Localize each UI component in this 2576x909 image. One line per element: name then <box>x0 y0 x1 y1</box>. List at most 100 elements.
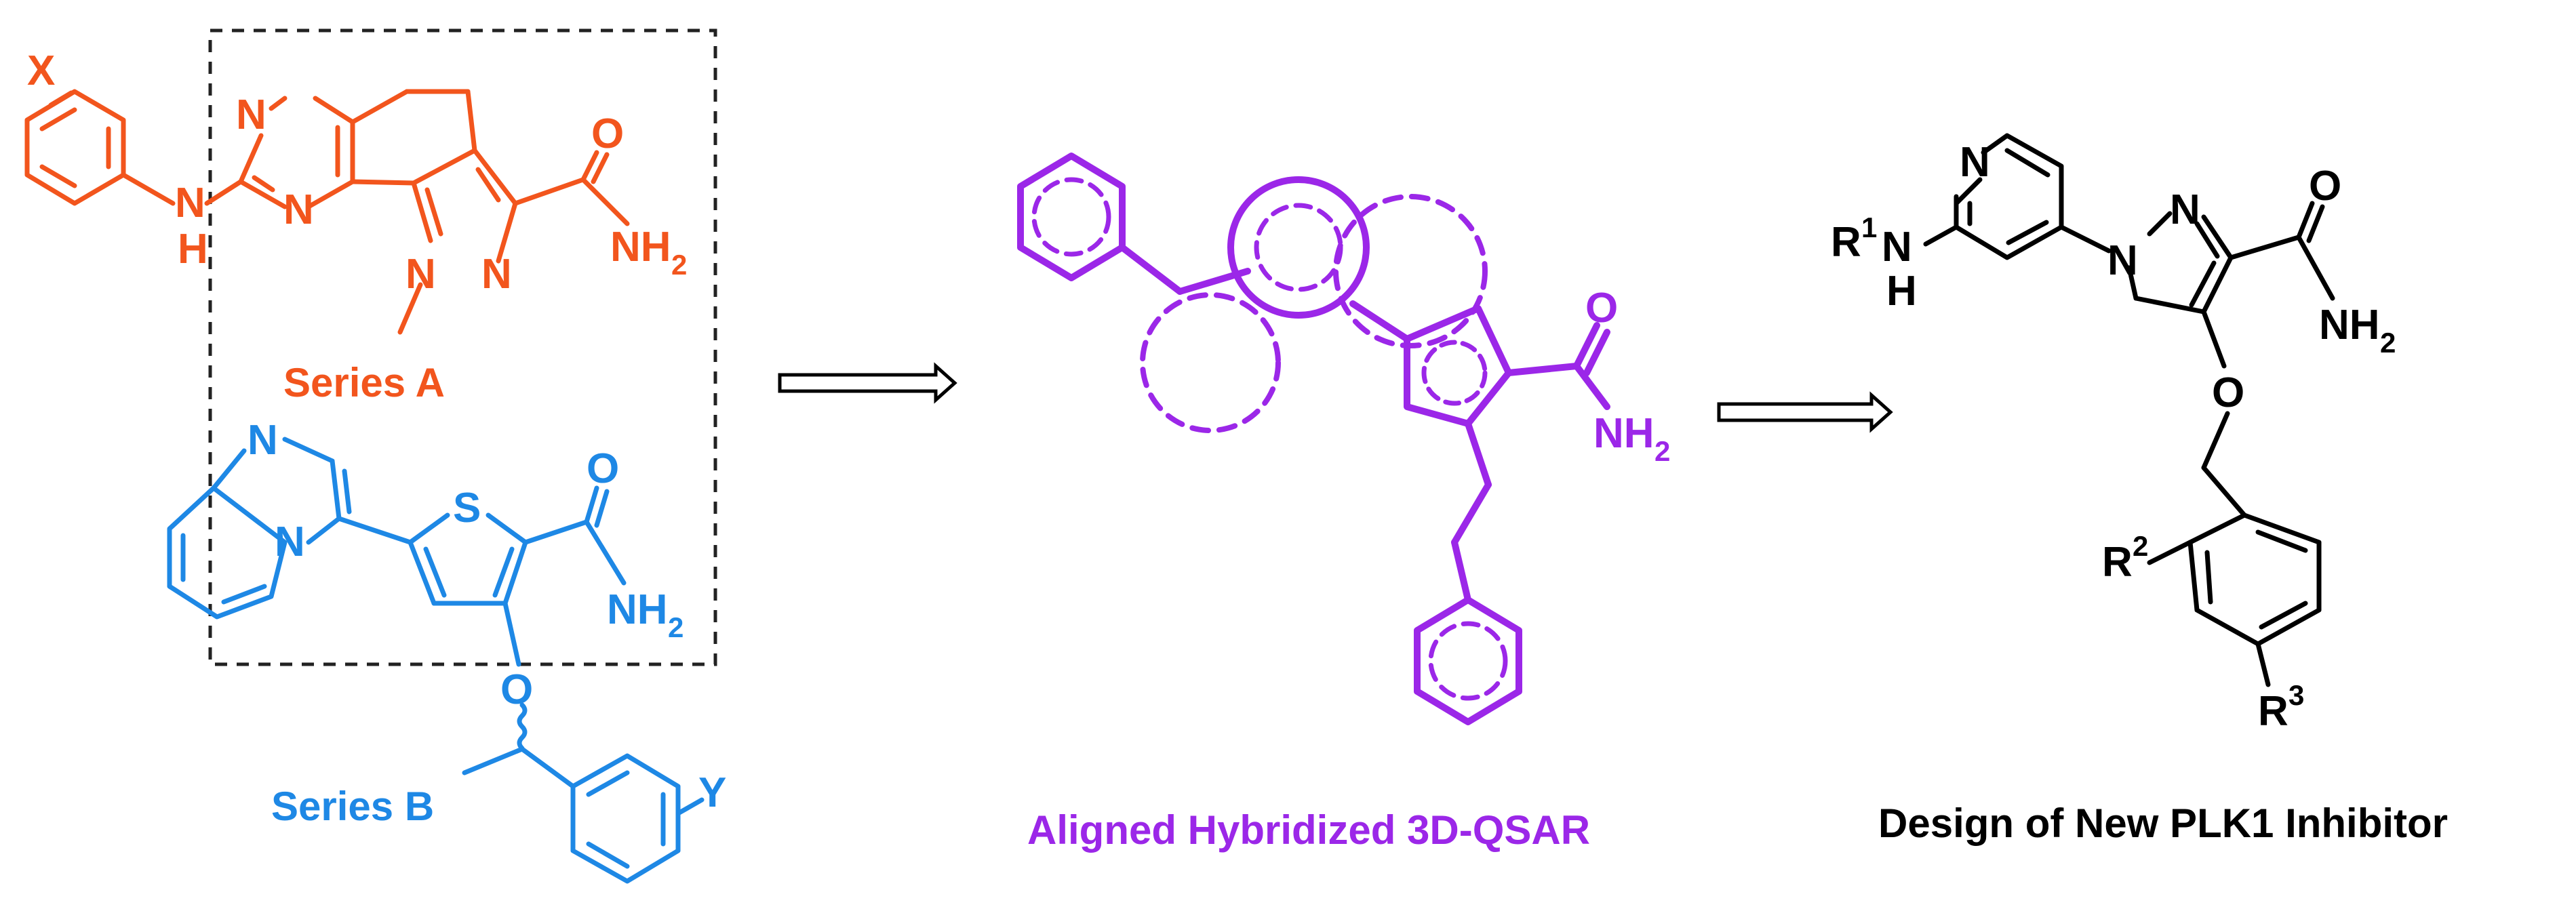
series-a-amide-sub: 2 <box>671 249 687 281</box>
design-r1: R <box>1831 219 1861 266</box>
series-b-co-bond-2 <box>594 489 610 528</box>
series-b-imidazole-bond-1 <box>211 448 247 491</box>
series-b-amide-c-bond <box>523 519 589 545</box>
series-b-amide-sub: 2 <box>668 611 683 643</box>
series-a-pyrazole-n1: N <box>405 251 436 298</box>
design-nh-bond <box>1923 224 1959 247</box>
design-benzene-double-2 <box>2259 601 2308 630</box>
series-a-pyrazole-bond-3 <box>496 201 518 264</box>
series-a-pyrazole-double-2 <box>424 187 443 237</box>
hybrid-virtual-ring-1 <box>1140 292 1281 433</box>
hybrid-amide-c-bond <box>1505 363 1580 376</box>
design-amide-c-bond <box>2228 235 2301 260</box>
hybrid-phenyl-1-dashed <box>1031 177 1111 257</box>
series-b-carbonyl-o: O <box>587 445 619 492</box>
hybrid-central-ring-dashed <box>1254 203 1343 292</box>
design-structure <box>1923 133 2335 687</box>
arrow-to-design <box>1717 391 1893 433</box>
hybrid-atoms: O NH 2 <box>1585 285 1670 467</box>
series-a-ph-nh-bond <box>121 172 176 206</box>
design-pyrazole-n2: N <box>2170 186 2200 233</box>
design-pyridine-bond-1 <box>1954 177 1983 206</box>
series-a-nh-pyr-bond <box>204 179 243 206</box>
series-b-amide-nh: NH <box>607 586 668 633</box>
design-ether-o: O <box>2212 369 2244 416</box>
series-a-n-pyrimidine-2: N <box>283 186 314 233</box>
design-r3-sup: 3 <box>2288 679 2304 711</box>
hybrid-phenyl-2-dashed <box>1428 621 1508 701</box>
series-b-phenyl-double-3 <box>586 841 630 869</box>
series-a-amide-nh: NH <box>610 224 671 270</box>
design-amine-n: N <box>1882 224 1912 270</box>
series-b-imidazole-bond-3 <box>330 458 342 521</box>
design-pyrazole-bond-4 <box>2133 296 2206 315</box>
hybrid-phenyl-ring-1 <box>1017 153 1126 281</box>
hybrid-co-bond-1 <box>1573 322 1600 369</box>
design-amine-h: H <box>1886 268 1917 315</box>
series-a-co-bond-2 <box>591 152 610 184</box>
series-a-atoms: X N N N H O N N NH 2 <box>27 47 687 298</box>
series-b-y-bond <box>675 797 705 816</box>
design-cn-bond <box>2296 235 2335 301</box>
design-amide-nh: NH <box>2319 302 2380 348</box>
design-pyrazole-double-1 <box>2189 260 2217 308</box>
series-a-phenyl-double-3 <box>39 164 77 188</box>
hybrid-chain-bond-2 <box>1451 481 1492 546</box>
design-pyridine-double-1 <box>2004 148 2050 178</box>
hybrid-caption: Aligned Hybridized 3D-QSAR <box>1027 807 1590 853</box>
series-b-atoms: N N S O O NH 2 Y <box>247 417 726 816</box>
design-r3-bond <box>2255 641 2271 687</box>
series-b-phenyl-double-1 <box>586 770 630 797</box>
design-pyrazole-bond-3 <box>2201 255 2234 315</box>
hybrid-amide-sub: 2 <box>1654 435 1670 467</box>
design-pyridine-n: N <box>1960 139 1990 186</box>
hybrid-five-ring-dashed <box>1421 340 1488 406</box>
hybrid-link-bond-3 <box>1349 300 1410 342</box>
series-b-imidazole-bond-2 <box>282 437 335 464</box>
design-pyrazole-bond-1 <box>2147 211 2173 237</box>
series-a-pyrimidine-double-2 <box>252 175 275 193</box>
design-pyrazole-n1: N <box>2107 237 2138 284</box>
common-scaffold-box <box>208 28 717 666</box>
series-a-phenyl-ring <box>24 89 126 206</box>
series-a-phenyl-double-1 <box>39 107 77 132</box>
design-r2-sup: 2 <box>2133 530 2148 562</box>
series-b-co-bond-1 <box>584 485 599 525</box>
series-a-x-label: X <box>27 47 55 94</box>
design-benzyl-bond <box>2201 465 2247 518</box>
hybrid-structure <box>1017 153 1610 725</box>
hybrid-central-ring <box>1227 176 1370 319</box>
series-a-carbonyl-o: O <box>591 110 624 157</box>
series-b-imidazole-double <box>342 468 352 514</box>
hybrid-cn-bond <box>1573 363 1610 410</box>
hybrid-co-bond-2 <box>1583 329 1610 376</box>
series-a-pyrimidine-bond-1 <box>238 133 264 184</box>
series-a-structure <box>24 89 630 335</box>
series-a-methyl-bond <box>397 282 423 335</box>
series-b-cn-bond <box>584 519 627 586</box>
design-benzene-double-3 <box>2204 550 2213 605</box>
series-a-co-bond-1 <box>580 150 599 182</box>
series-a-cyclo-bond-5 <box>350 179 416 186</box>
design-caption: Design of New PLK1 Inhibitor <box>1878 801 2448 846</box>
series-b-wavy-bond <box>517 702 528 751</box>
series-b-imidazole-bond-4 <box>306 516 342 545</box>
design-benzene-double-1 <box>2255 529 2308 553</box>
series-a-amine-n: N <box>175 180 205 226</box>
design-r2-bond <box>2147 540 2193 565</box>
series-b-link-bond <box>336 516 413 545</box>
arrow-to-hybrid <box>778 362 957 404</box>
series-b-ch-bond <box>462 746 525 775</box>
design-pyrazole-bond-5 <box>2126 265 2139 301</box>
series-b-pyridine-double-2 <box>221 584 267 605</box>
design-pyrazole-bond-2 <box>2201 214 2234 260</box>
series-b-y-label: Y <box>698 769 726 816</box>
series-a-pyrazole-bond-2 <box>472 148 518 206</box>
design-co-bond-2 <box>2306 204 2325 243</box>
hybrid-link-bond-1 <box>1119 244 1183 295</box>
series-a-caption: Series A <box>283 360 445 405</box>
series-a-pyrimidine-bond-2 <box>238 179 288 209</box>
series-b-caption: Series B <box>271 784 434 829</box>
series-b-structure <box>167 437 705 884</box>
